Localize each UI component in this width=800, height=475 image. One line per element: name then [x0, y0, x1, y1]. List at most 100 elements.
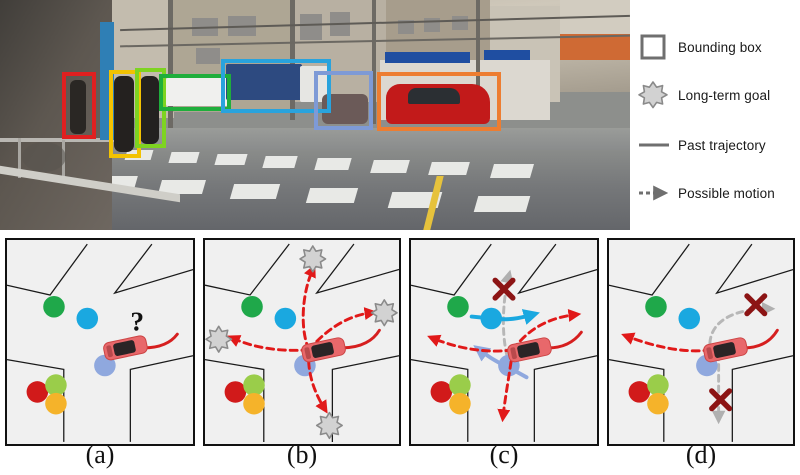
shop-awning-right: [560, 34, 630, 60]
legend-row-long-term-goal: Long-term goal: [636, 78, 800, 112]
bbox-motorcycle-periwinkle: [314, 71, 373, 130]
legend-label-possible-motion: Possible motion: [678, 185, 775, 201]
white-van: [166, 78, 228, 106]
agent-cyan: [274, 307, 297, 330]
pedestrian: [114, 76, 134, 152]
panel-a-diagram: ?: [7, 243, 193, 442]
caption-a: (a): [85, 440, 115, 469]
trafficlight-red: [26, 381, 49, 403]
trafficlight-red: [430, 381, 453, 403]
legend: Bounding box Long-term goal Past traject…: [636, 0, 800, 230]
past-trajectory-b: [340, 328, 381, 350]
trafficlight-yellow: [647, 392, 669, 415]
dashcam-photo: [0, 0, 630, 230]
pedestrian: [70, 80, 86, 134]
ego-vehicle-d: [703, 337, 748, 363]
ego-vehicle-c: [507, 337, 552, 363]
road-lines-a: [7, 243, 193, 442]
legend-label-past-trajectory: Past trajectory: [678, 137, 766, 153]
caption-c: (c): [489, 440, 519, 469]
agent-green: [447, 295, 469, 318]
red-car-window: [408, 88, 460, 104]
cross-south-d: [709, 388, 733, 412]
question-mark-a: ?: [130, 306, 144, 336]
ego-vehicle-b: [301, 337, 346, 363]
trafficlight-red: [224, 381, 247, 403]
goal-north-b: [299, 245, 327, 273]
trafficlight-green: [449, 374, 471, 396]
solid-line-icon: [636, 128, 678, 162]
store-sign: [385, 52, 470, 63]
road-lines-b: [205, 243, 399, 442]
bbox-car-orange: [377, 72, 501, 131]
agent-cyan: [480, 307, 503, 330]
top-row: Bounding box Long-term goal Past traject…: [0, 0, 800, 232]
crosswalk-stripe: [168, 152, 200, 163]
past-trajectory-d: [742, 328, 779, 350]
pedestrian: [140, 76, 159, 144]
bicycle: [22, 142, 66, 172]
motion-path-west-c: [427, 334, 515, 353]
panel-a: ?: [5, 238, 195, 446]
crosswalk-stripe: [305, 188, 359, 203]
utility-pole: [476, 0, 480, 112]
trafficlight-red: [628, 381, 651, 403]
dashed-arrow-icon: [636, 176, 678, 210]
utility-pole: [372, 0, 376, 124]
window: [300, 14, 322, 40]
bbox-pedestrian-yellow: [109, 70, 141, 158]
store-sign-2: [484, 50, 530, 60]
crosswalk-stripe: [314, 158, 352, 170]
legend-row-possible-motion: Possible motion: [636, 176, 800, 210]
crosswalk-stripe: [214, 154, 248, 165]
past-trajectory-a: [142, 332, 179, 350]
caption-d: (d): [685, 440, 717, 469]
panel-c: [409, 238, 599, 446]
agent-green: [645, 296, 667, 318]
panel-b: [203, 238, 401, 446]
agent-green: [43, 295, 65, 318]
trafficlight-green: [243, 374, 265, 396]
window: [196, 48, 220, 64]
ego-vehicle-a: [103, 335, 148, 361]
bbox-van-green: [159, 74, 231, 111]
crosswalk-stripe: [428, 162, 470, 175]
legend-label-bounding-box: Bounding box: [678, 39, 762, 55]
agent-green: [241, 295, 263, 318]
guardrail: [0, 138, 118, 142]
crosswalk-stripe: [262, 156, 298, 168]
utility-pole: [168, 0, 173, 140]
agent-cyan: [678, 307, 701, 330]
motion-path-north-b: [301, 264, 316, 352]
window: [452, 16, 468, 30]
past-trajectory-c: [546, 330, 583, 350]
crosswalk-stripe: [370, 160, 410, 173]
agent-cyan: [76, 307, 99, 330]
blue-truck: [226, 64, 302, 100]
bbox-truck-blue: [221, 59, 331, 113]
window: [398, 20, 414, 34]
panel-c-diagram: [411, 243, 597, 442]
trafficlight-yellow: [243, 392, 265, 415]
trafficlight-yellow: [45, 392, 67, 415]
legend-label-long-term-goal: Long-term goal: [678, 87, 771, 103]
goal-east-b: [370, 299, 398, 327]
trafficlight-green: [647, 374, 669, 396]
motion-path-west-d: [621, 332, 713, 353]
road-lines-d: [609, 243, 793, 442]
goal-west-b: [205, 325, 233, 353]
panel-b-diagram: [205, 243, 399, 442]
bounding-box-icon: [636, 30, 678, 64]
crosswalk-stripe: [229, 184, 281, 199]
legend-row-bounding-box: Bounding box: [636, 30, 800, 64]
star-goal-icon: [636, 78, 678, 112]
road-lines-c: [411, 243, 597, 442]
trafficlight-yellow: [449, 392, 471, 415]
trafficlight-green: [45, 374, 67, 396]
cross-north-c: [492, 277, 516, 301]
caption-b: (b): [286, 440, 318, 469]
guardrail-post: [18, 138, 21, 178]
bbox-pedestrian-red: [62, 72, 96, 139]
goal-south-b: [315, 411, 343, 440]
